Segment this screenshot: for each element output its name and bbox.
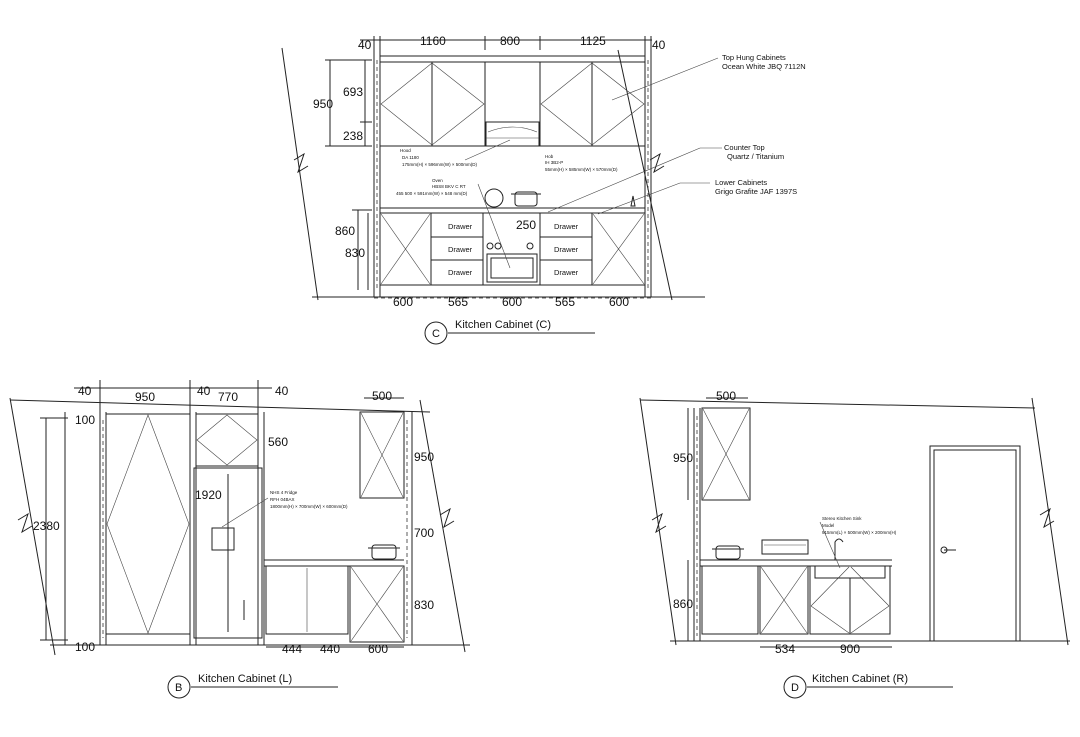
sink-note: 915mm(L) × 500mm(W) × 200mm(H) [822,530,897,535]
view-letter: C [432,328,440,340]
dimension-label: 860 [673,597,693,611]
oven-note: HBS8 BKV C RT [432,184,466,189]
dimension-label: 40 [78,384,92,398]
drawer-label: Drawer [554,268,579,277]
dimension-label: 40 [197,384,211,398]
drawer-label: Drawer [554,245,579,254]
dimension-label: 534 [775,642,795,656]
view-c: Drawer Drawer Drawer Drawer Drawer Drawe… [281,34,806,345]
dimension-label: 950 [313,97,333,111]
dimension-label: 440 [320,642,340,656]
hob-note: 55mm(H) × 585mm(W) × 570mm(D) [545,167,618,172]
hob-note: Hob [545,154,554,159]
dimension-label: 830 [414,598,434,612]
dimension-label: 770 [218,390,238,404]
dimension-label: 700 [414,526,434,540]
dimension-label: 1920 [195,488,222,502]
dimension-label: 500 [372,389,392,403]
callout-counter-top-color: Quartz / Titanium [727,152,784,161]
dimension-label: 565 [555,295,575,309]
view-title-b: Kitchen Cabinet (L) [198,673,292,685]
view-letter: B [175,682,182,694]
oven-note: 455 500 × 591mm(W) × 548 mm(D) [396,191,468,196]
dimension-label: 444 [282,642,302,656]
callout-counter-top: Counter Top [724,143,765,152]
fridge-note: 1800mm(H) × 700mm(W) × 600mm(D) [270,504,348,509]
view-d: 500 950 860 534 900 Stereo Kitchen Sink … [639,389,1070,699]
dimension-label: 100 [75,640,95,654]
dimension-label: 560 [268,435,288,449]
dimension-label: 830 [345,246,365,260]
dimension-label: 800 [500,34,520,48]
dimension-label: 100 [75,413,95,427]
dimension-label: 600 [393,295,413,309]
dimension-label: 40 [275,384,289,398]
dimension-label: 2380 [33,519,60,533]
callout-lower-cabinets: Lower Cabinets [715,178,767,187]
dimension-label: 500 [716,389,736,403]
callout-lower-cabinets-color: Grigo Grafite JAF 1397S [715,187,797,196]
view-b: 40 950 40 770 40 500 100 2380 100 560 95… [9,380,470,699]
dimension-label: 250 [516,218,536,232]
callout-top-hung-color: Ocean White JBQ 7112N [722,62,806,71]
dimension-label: 600 [368,642,388,656]
hood-note: DA 1180 [402,155,419,160]
dimension-label: 40 [652,38,666,52]
drawer-label: Drawer [554,222,579,231]
dimension-label: 900 [840,642,860,656]
drawer-label: Drawer [448,268,473,277]
hob-note: IH 3B2-P [545,160,563,165]
fridge-note: RFH 04BAX [270,497,295,502]
dimension-label: 600 [609,295,629,309]
dimension-label: 1125 [580,34,606,48]
oven-note: Oven [432,178,443,183]
fridge-note: NHS 4 Fridge [270,490,298,495]
hood-note: 175mm(H) × 596mm(W) × 500mm(D) [402,162,478,167]
dimension-label: 950 [135,390,155,404]
dimension-label: 1160 [420,34,446,48]
view-letter: D [791,682,799,694]
callout-top-hung: Top Hung Cabinets [722,53,786,62]
dimension-label: 950 [673,451,693,465]
view-title-d: Kitchen Cabinet (R) [812,673,908,685]
drawer-label: Drawer [448,245,473,254]
drawer-label: Drawer [448,222,473,231]
dimension-label: 238 [343,129,363,143]
view-title-c: Kitchen Cabinet (C) [455,319,551,331]
dimension-label: 693 [343,85,363,99]
dimension-label: 40 [358,38,372,52]
hood-note: Hood [400,148,411,153]
dimension-label: 600 [502,295,522,309]
dimension-label: 565 [448,295,468,309]
sink-note: Model [822,523,834,528]
dimension-label: 860 [335,224,355,238]
sink-note: Stereo Kitchen Sink [822,516,862,521]
dimension-label: 950 [414,450,434,464]
